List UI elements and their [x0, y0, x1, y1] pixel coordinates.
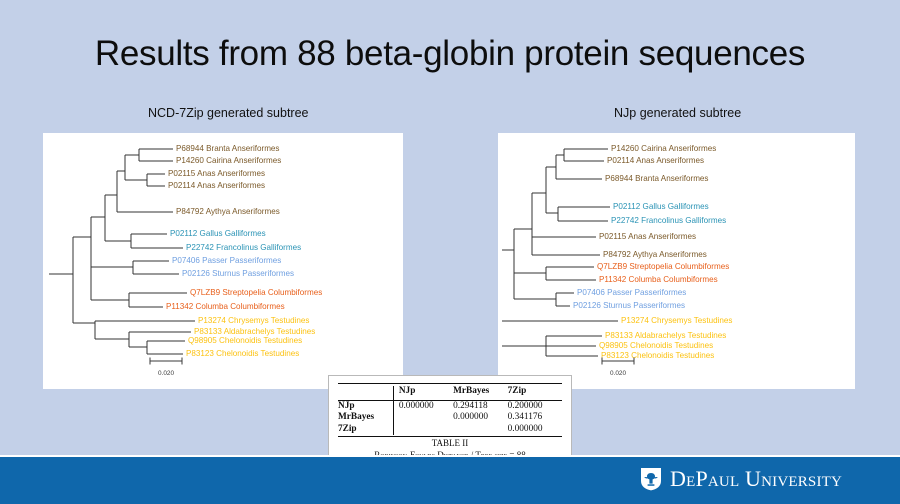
njp-phylogenetic-tree: P14260 Cairina Anseriformes P02114 Anas … — [498, 133, 855, 389]
leaf-label: P02114 Anas Anseriformes — [168, 181, 265, 190]
table-top-rule — [338, 383, 562, 384]
table-bottom-rule — [338, 436, 562, 438]
left-scale-bar: 0.020 — [149, 357, 183, 377]
leaf-label: P83133 Aldabrachelys Testudines — [194, 327, 315, 336]
leaf-label: P14260 Cairina Anseriformes — [176, 156, 281, 165]
leaf-label: Q7LZB9 Streptopelia Columbiformes — [190, 288, 322, 297]
left-tree-svg: P68944 Branta Anseriformes P14260 Cairin… — [49, 144, 322, 377]
leaf-label: P11342 Columba Columbiformes — [166, 302, 285, 311]
table-cell — [392, 412, 454, 424]
left-panel-caption: NCD-7Zip generated subtree — [148, 106, 309, 120]
right-tree-panel: P14260 Cairina Anseriformes P02114 Anas … — [498, 133, 855, 389]
leaf-label: P02115 Anas Anseriformes — [599, 232, 696, 241]
leaf-label: P84792 Aythya Anseriformes — [603, 250, 707, 259]
page-title: Results from 88 beta-globin protein sequ… — [94, 34, 806, 73]
leaf-label: P22742 Francolinus Galliformes — [611, 216, 726, 225]
robinson-foulds-table: NJp MrBayes 7Zip NJp 0.000000 0.294118 0… — [338, 386, 562, 436]
table-column-header: 7Zip — [507, 386, 527, 396]
leaf-label: P02126 Sturnus Passeriformes — [573, 301, 685, 310]
table-row-header: 7Zip — [338, 423, 357, 434]
leaf-label: Q98905 Chelonoidis Testudines — [188, 336, 302, 345]
ncd-7zip-phylogenetic-tree: P68944 Branta Anseriformes P14260 Cairin… — [43, 133, 403, 389]
table-cell: 0.294118 — [453, 400, 488, 411]
leaf-label: P83133 Aldabrachelys Testudines — [605, 331, 726, 340]
left-tree-leaf-labels: P68944 Branta Anseriformes P14260 Cairin… — [166, 144, 322, 358]
leaf-label: P68944 Branta Anseriformes — [605, 174, 708, 183]
logo-wordmark: DePaul University — [670, 466, 843, 491]
leaf-label: P02112 Gallus Galliformes — [613, 202, 709, 211]
leaf-label: P68944 Branta Anseriformes — [176, 144, 279, 153]
leaf-label: Q98905 Chelonoidis Testudines — [599, 341, 713, 350]
leaf-label: P84792 Aythya Anseriformes — [176, 207, 280, 216]
scale-bar-label: 0.020 — [158, 370, 174, 377]
table-row: MrBayes 0.000000 0.341176 — [338, 412, 562, 424]
leaf-label: P13274 Chrysemys Testudines — [621, 316, 732, 325]
table-cell: 0.341176 — [507, 412, 543, 423]
right-scale-bar: 0.020 — [601, 357, 635, 377]
table-row: NJp 0.000000 0.294118 0.200000 — [338, 400, 562, 413]
table-row: 7Zip 0.000000 — [338, 423, 562, 436]
right-panel-caption: NJp generated subtree — [614, 106, 742, 120]
leaf-label: P11342 Columba Columbiformes — [599, 275, 718, 284]
leaf-label: P83123 Chelonoidis Testudines — [601, 351, 714, 360]
table-cell — [453, 424, 508, 436]
table-cell: 0.200000 — [507, 400, 543, 411]
table-column-header: MrBayes — [453, 386, 490, 396]
table-column-header: NJp — [392, 386, 454, 401]
table-cell: 0.000000 — [392, 400, 454, 413]
left-tree-panel: P68944 Branta Anseriformes P14260 Cairin… — [43, 133, 403, 389]
leaf-label: P13274 Chrysemys Testudines — [198, 316, 309, 325]
leaf-label: P14260 Cairina Anseriformes — [611, 144, 716, 153]
leaf-label: P02126 Sturnus Passeriformes — [182, 269, 294, 278]
right-tree-svg: P14260 Cairina Anseriformes P02114 Anas … — [502, 144, 732, 377]
table-cell: 0.000000 — [507, 423, 543, 434]
right-tree-branches — [502, 148, 618, 357]
table-header-row: NJp MrBayes 7Zip — [338, 386, 562, 401]
leaf-label: P02115 Anas Anseriformes — [168, 169, 265, 178]
leaf-label: P22742 Francolinus Galliformes — [186, 243, 301, 252]
table-corner-cell — [338, 386, 393, 400]
table-cell — [392, 423, 454, 436]
leaf-label: P02114 Anas Anseriformes — [607, 156, 704, 165]
leaf-label: Q7LZB9 Streptopelia Columbiformes — [597, 262, 729, 271]
table-cell: 0.000000 — [453, 412, 489, 423]
footer-bar — [0, 455, 900, 504]
table-caption-title: TABLE II — [431, 438, 469, 449]
leaf-label: P07406 Passer Passeriformes — [172, 256, 281, 265]
table-row-header: NJp — [338, 400, 355, 411]
leaf-label: P02112 Gallus Galliformes — [170, 229, 266, 238]
table-row-header: MrBayes — [338, 412, 375, 423]
scale-bar-label: 0.020 — [610, 370, 626, 377]
left-tree-branches — [49, 148, 195, 355]
leaf-label: P83123 Chelonoidis Testudines — [186, 349, 299, 358]
shield-icon — [640, 467, 662, 491]
leaf-label: P07406 Passer Passeriformes — [577, 288, 686, 297]
depaul-university-logo: DePaul University — [640, 466, 842, 492]
right-tree-leaf-labels: P14260 Cairina Anseriformes P02114 Anas … — [573, 144, 732, 360]
